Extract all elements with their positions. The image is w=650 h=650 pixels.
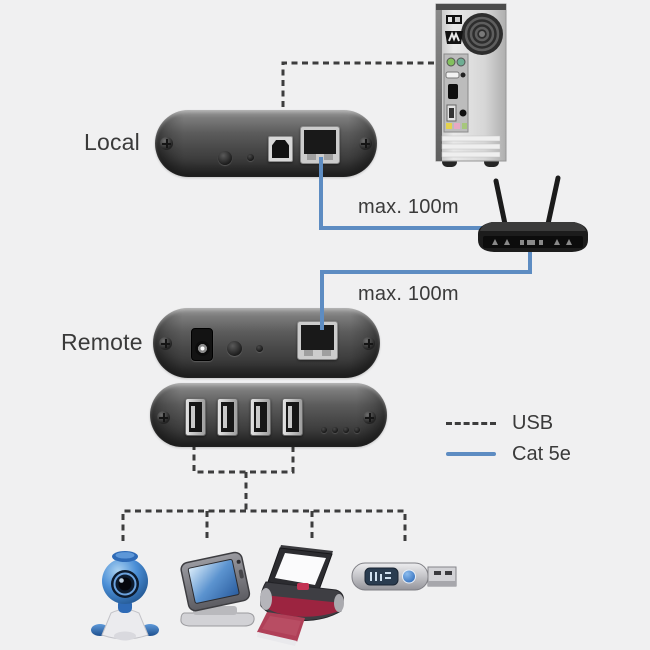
- desktop-computer: [435, 3, 507, 167]
- usb-cable-split-bus: [121, 509, 407, 541]
- rj45-port-remote: [297, 321, 338, 360]
- printer-red-band: [261, 595, 342, 617]
- io-panel: [443, 53, 469, 133]
- expansion-slots: [441, 135, 501, 158]
- legend-row-usb: USB: [446, 412, 571, 434]
- cat5e-cable-router-to-remote: [320, 250, 532, 330]
- audio-jack-icon: [446, 123, 452, 129]
- label-remote: Remote: [61, 329, 143, 355]
- legend-row-cat5e: Cat 5e: [446, 443, 571, 465]
- usb-port-icon: [445, 71, 460, 79]
- usb-a-port-3: [250, 398, 271, 436]
- usb-cable-pc-to-local: [281, 61, 446, 128]
- local-extender-device: [155, 110, 377, 177]
- hub-led: [321, 427, 327, 433]
- fan-grille-icon: [461, 13, 503, 55]
- video-port-icon: [448, 84, 458, 99]
- usb-a-port-4: [282, 398, 303, 436]
- printer-paper-input: [275, 553, 326, 585]
- pda-body: [180, 551, 251, 612]
- ps2-port-icon: [446, 57, 456, 67]
- usb-b-port-local: [268, 136, 293, 162]
- screw-icon: [159, 337, 172, 350]
- screw-icon: [359, 137, 372, 150]
- ps2-port-icon: [456, 57, 466, 67]
- audio-jack-icon: [462, 123, 467, 129]
- printer: [257, 545, 344, 646]
- dc-power-jack-remote: [191, 328, 213, 361]
- usb-a-port-2: [217, 398, 238, 436]
- router-ports: [492, 239, 572, 245]
- hub-led: [343, 427, 349, 433]
- pda-cradle: [180, 612, 255, 627]
- label-distance-top: max. 100m: [358, 196, 459, 218]
- hub-led: [332, 427, 338, 433]
- cat5e-cable-local-to-router: [319, 160, 486, 230]
- power-jack-local: [218, 151, 232, 165]
- antenna-icon: [493, 175, 561, 227]
- usb-flash-drive: [351, 562, 457, 591]
- audio-jack-icon: [454, 123, 460, 129]
- usb-dashed-line-icon: [446, 421, 496, 425]
- pda: [180, 551, 255, 627]
- status-led-local: [247, 154, 254, 161]
- usb-a-port-1: [185, 398, 206, 436]
- pda-screen: [187, 558, 240, 604]
- legend-cat5e-label: Cat 5e: [512, 442, 571, 465]
- webcam: [91, 551, 159, 641]
- flash-button: [402, 569, 416, 584]
- wireless-router: [478, 175, 588, 252]
- cat5e-solid-line-icon: [446, 452, 496, 456]
- usb-cable-hub-bridge: [192, 444, 295, 474]
- hub-led: [354, 427, 360, 433]
- printer-button: [297, 583, 309, 590]
- screw-icon: [160, 137, 173, 150]
- status-led-remote: [256, 345, 263, 352]
- usb-hub-device: [150, 383, 387, 447]
- screw-icon: [362, 337, 375, 350]
- screw-icon: [157, 411, 170, 424]
- remote-extender-device: [153, 308, 380, 378]
- label-local: Local: [84, 129, 140, 155]
- legend: USB Cat 5e: [446, 412, 571, 465]
- legend-usb-label: USB: [512, 411, 554, 434]
- power-inlet-icon: [445, 15, 463, 44]
- label-distance-bottom: max. 100m: [358, 283, 459, 305]
- screw-icon: [363, 411, 376, 424]
- button-remote: [227, 341, 242, 356]
